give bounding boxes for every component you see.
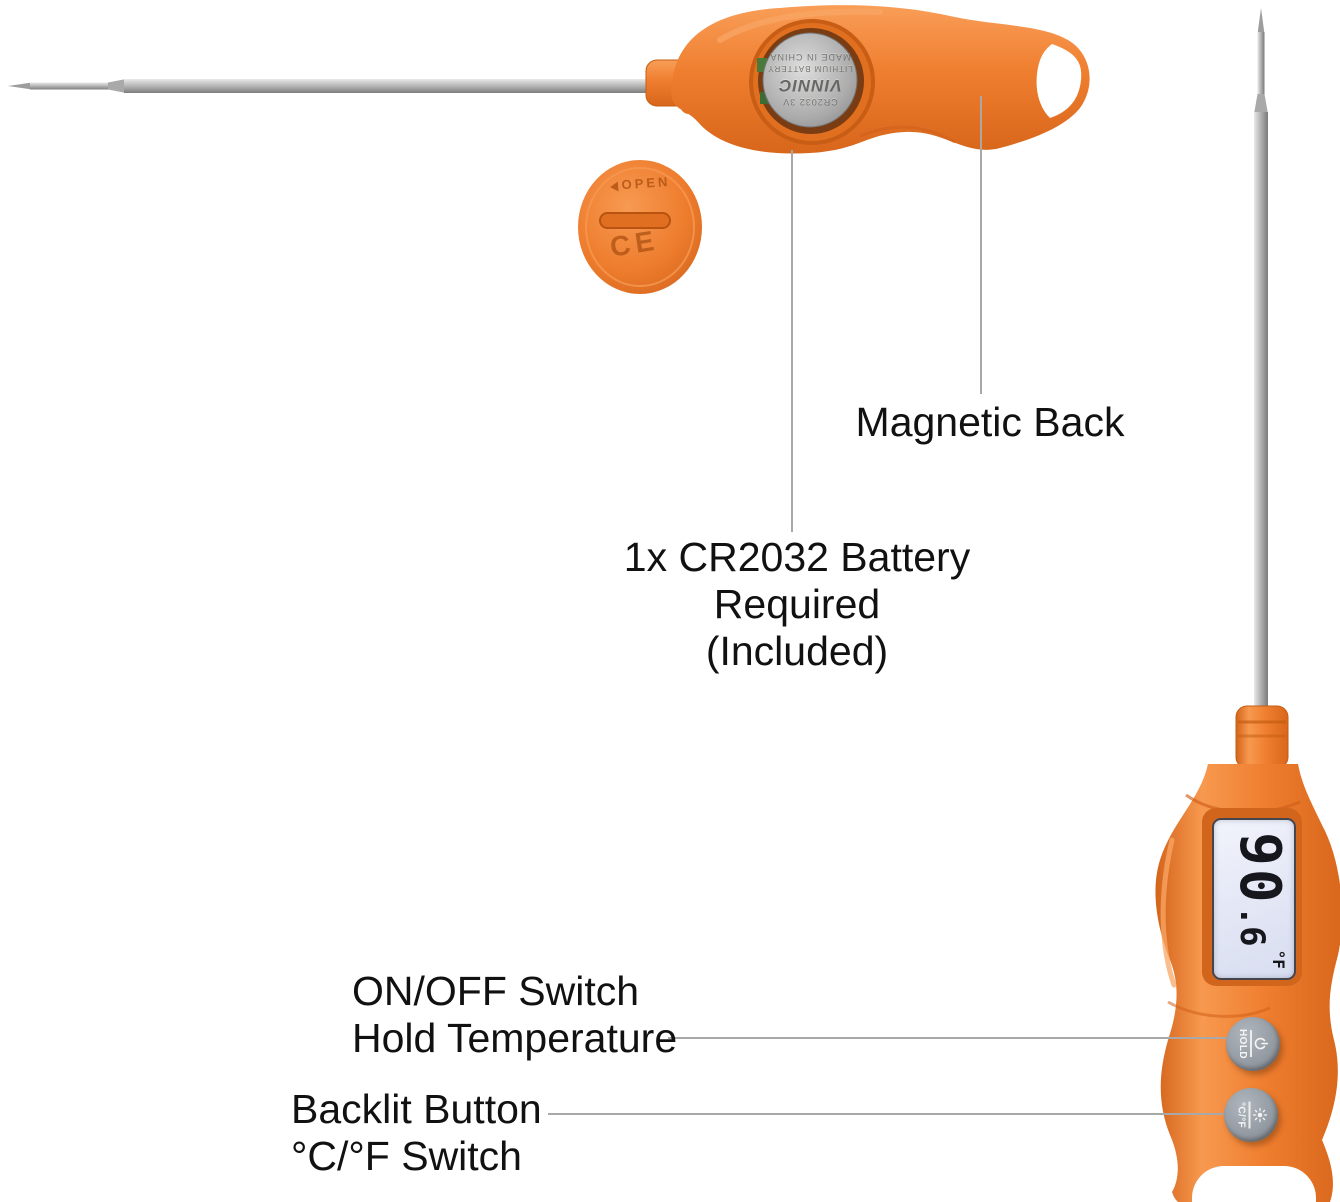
button-divider [1248, 1101, 1250, 1129]
top-hanging-hole [1036, 44, 1082, 118]
battery-origin-text: MADE IN CHINA [769, 52, 851, 63]
backlit-button-label: Backlit Button °C/°F Switch [291, 1086, 542, 1180]
lcd-unit-fahrenheit: °F [1269, 949, 1288, 969]
battery-required-line2: (Included) [705, 628, 889, 674]
power-icon [1254, 1038, 1269, 1050]
battery-engraving: CR2032 3V VINNIC LITHIUM BATTERY MADE IN… [763, 33, 857, 127]
hold-power-button: HOLD [1226, 1017, 1280, 1071]
bottom-hanging-hole [1192, 1166, 1316, 1202]
battery-cap [578, 160, 702, 294]
top-probe-needle [8, 79, 662, 93]
top-body [671, 5, 1090, 154]
battery-type-text: CR2032 3V [782, 97, 838, 108]
open-direction-arrow-icon [609, 181, 619, 192]
lcd-display: 90 .6 °F [1212, 818, 1296, 980]
hold-button-label: HOLD [1237, 1029, 1248, 1059]
cap-coin-slot [599, 212, 671, 229]
battery-required-label: 1x CR2032 Battery Required (Included) [537, 534, 1057, 675]
backlit-line2: °C/°F Switch [291, 1133, 522, 1179]
power-switch-line2: Hold Temperature [352, 1015, 678, 1061]
bottom-probe-needle [1254, 8, 1268, 710]
callout-line-magnetic-back [980, 96, 982, 394]
backlight-icon [1252, 1107, 1267, 1123]
unit-backlight-button: °C/°F [1224, 1088, 1278, 1142]
lcd-digits-big: 90 [1227, 832, 1292, 906]
battery-chemistry-text: LITHIUM BATTERY [767, 64, 853, 74]
power-switch-line1: ON/OFF Switch [352, 968, 640, 1014]
button-divider [1250, 1030, 1252, 1058]
cr2032-battery [762, 32, 858, 128]
battery-brand-text: VINNIC [778, 76, 842, 96]
backlit-line1: Backlit Button [291, 1086, 542, 1132]
power-switch-label: ON/OFF Switch Hold Temperature [352, 968, 677, 1062]
magnetic-back-label: Magnetic Back [800, 399, 1180, 446]
battery-required-line1: 1x CR2032 Battery Required [623, 534, 971, 627]
lcd-digits-small: .6 [1232, 905, 1272, 947]
magnetic-back-text: Magnetic Back [855, 399, 1125, 445]
top-thermometer [8, 5, 1090, 154]
battery-compartment [749, 19, 875, 145]
bottom-probe-collar [1235, 705, 1289, 769]
unit-button-label: °C/°F [1235, 1101, 1246, 1129]
callout-line-battery [791, 150, 793, 532]
lcd-reading: 90 .6 °F [1216, 824, 1292, 974]
callout-line-backlit-button [548, 1113, 1228, 1115]
callout-line-hold-button [668, 1037, 1230, 1039]
